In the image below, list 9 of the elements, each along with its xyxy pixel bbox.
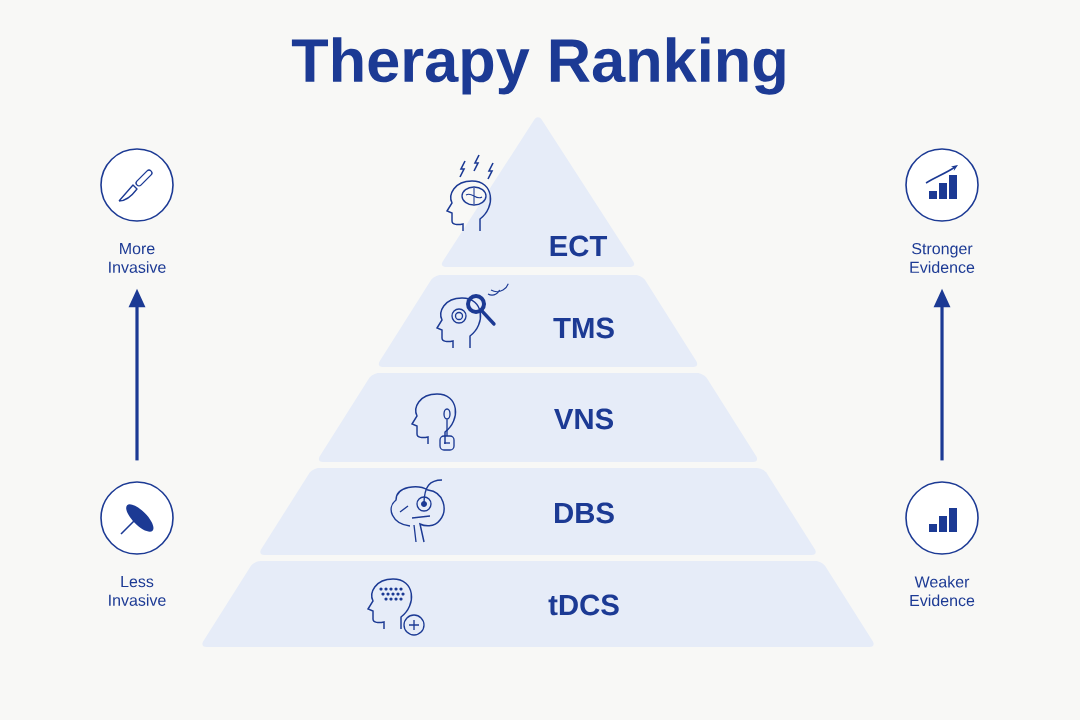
side-label: Less Invasive [109, 576, 166, 606]
side-label: Stronger Evidence [910, 243, 975, 273]
pyramid-tier: TMS [378, 275, 698, 367]
pyramid-tier: tDCS [202, 561, 874, 647]
side-label: More Invasive [109, 243, 166, 273]
pyramid-tier: VNS [318, 373, 758, 462]
title: Therapy Ranking [291, 37, 785, 95]
pyramid-tier: ECT [441, 117, 635, 267]
side-label: Weaker Evidence [910, 575, 975, 607]
